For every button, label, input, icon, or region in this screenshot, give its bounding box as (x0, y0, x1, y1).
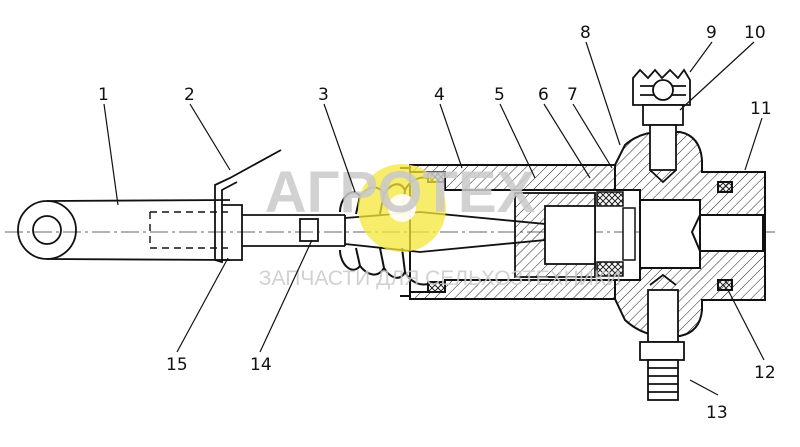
callout-4: 4 (434, 85, 445, 105)
callout-15: 15 (166, 355, 188, 375)
watermark-tagline: ЗАПЧАСТИ ДЛЯ СЕЛЬХОЗТЕХНИКИ (259, 267, 621, 290)
callout-13: 13 (706, 403, 728, 423)
callout-11: 11 (750, 99, 772, 119)
callout-7: 7 (567, 85, 578, 105)
bleeder-valve (632, 68, 691, 184)
piston (514, 192, 596, 278)
callout-12: 12 (754, 363, 776, 383)
callout-14: 14 (250, 355, 272, 375)
callout-2: 2 (184, 85, 195, 105)
cylinder-head (614, 131, 766, 337)
inlet-fitting (639, 273, 685, 401)
callout-8: 8 (580, 23, 591, 43)
piston-seals (596, 191, 636, 277)
callout-9: 9 (706, 23, 717, 43)
callout-10: 10 (744, 23, 766, 43)
callout-labels: 1 2 3 4 5 6 7 8 9 10 11 12 13 14 15 (98, 23, 776, 423)
callout-1: 1 (98, 85, 109, 105)
locking-clip (214, 149, 282, 264)
watermark-logo: АГРОТЕХ ЗАПЧАСТИ ДЛЯ СЕЛЬХОЗТЕХНИКИ (259, 160, 621, 290)
leader-lines (103, 41, 765, 396)
callout-6: 6 (538, 85, 549, 105)
callout-3: 3 (318, 85, 329, 105)
watermark-brand: АГРОТЕХ (265, 160, 536, 225)
callout-5: 5 (494, 85, 505, 105)
clevis-rod-end (17, 199, 231, 261)
